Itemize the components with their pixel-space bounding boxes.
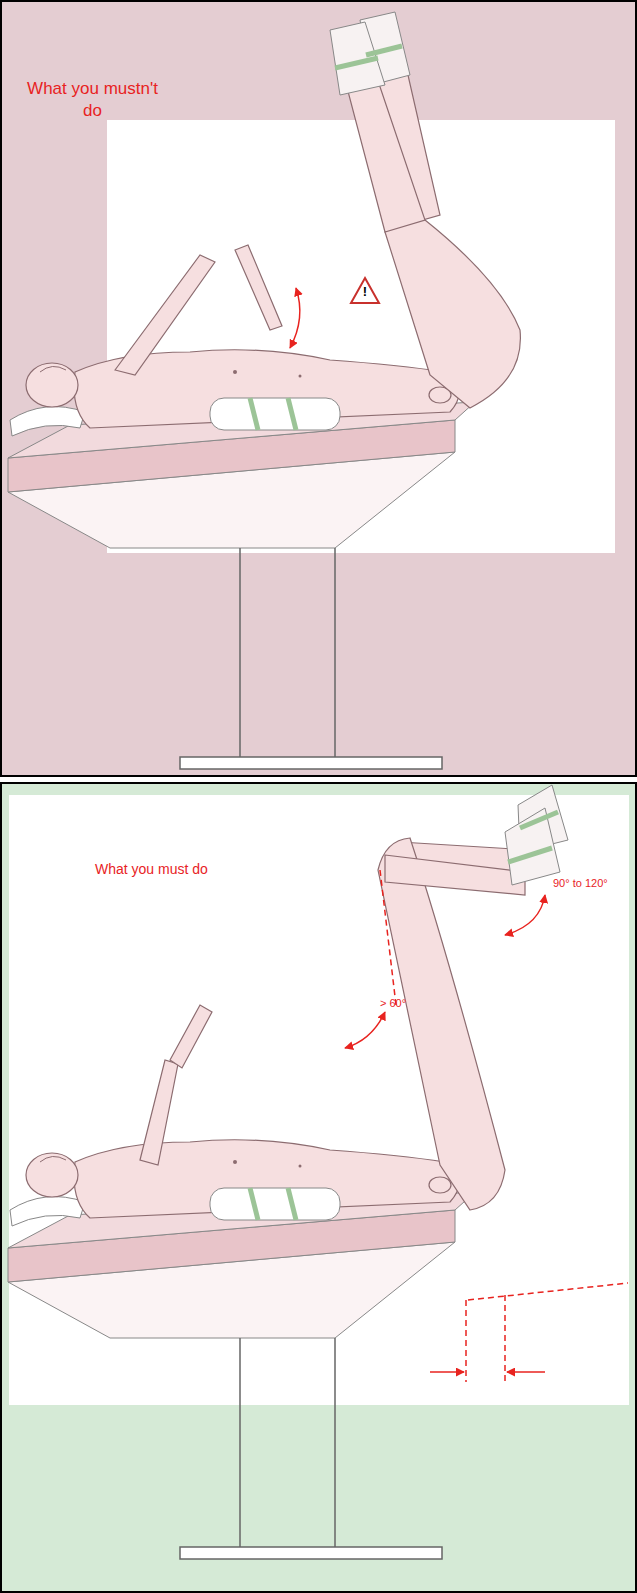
patient-arm [115,255,215,375]
patient-thigh [385,215,520,408]
dimension-arrow [507,1371,545,1373]
guide-line [380,870,396,1005]
stirrup-boot [330,22,385,95]
strap [335,58,378,68]
warning-mark: ! [359,283,371,300]
legs-right [140,785,628,1382]
angle-label: 90° to 120° [553,876,633,890]
strap [508,848,552,862]
strap [366,46,402,55]
panel-background [1,1,636,776]
patient-shin [345,72,425,232]
legs-wrong [115,12,520,408]
patient-arm [140,1060,178,1165]
patient-arm [235,245,282,330]
panel-background [1,783,636,1592]
dimension-arrow [430,1371,464,1373]
angle-arrow [345,1012,385,1048]
patient-thigh [378,838,505,1210]
angle-label: > 60° [380,996,440,1010]
strap [520,812,558,828]
operating-table [8,350,475,769]
warning-triangle [351,278,379,303]
operating-table [8,1140,475,1559]
angle-arrow [505,895,545,935]
panel-heading: What you mustn't do [20,78,165,122]
guide-line [468,1283,628,1300]
patient-shin [385,855,525,895]
panel-heading: What you must do [95,860,295,878]
guide-line [465,1300,467,1382]
angle-arrow [290,288,300,348]
guide-line [504,1295,506,1382]
stirrup-boot [505,808,560,885]
patient-arm [170,1005,212,1068]
